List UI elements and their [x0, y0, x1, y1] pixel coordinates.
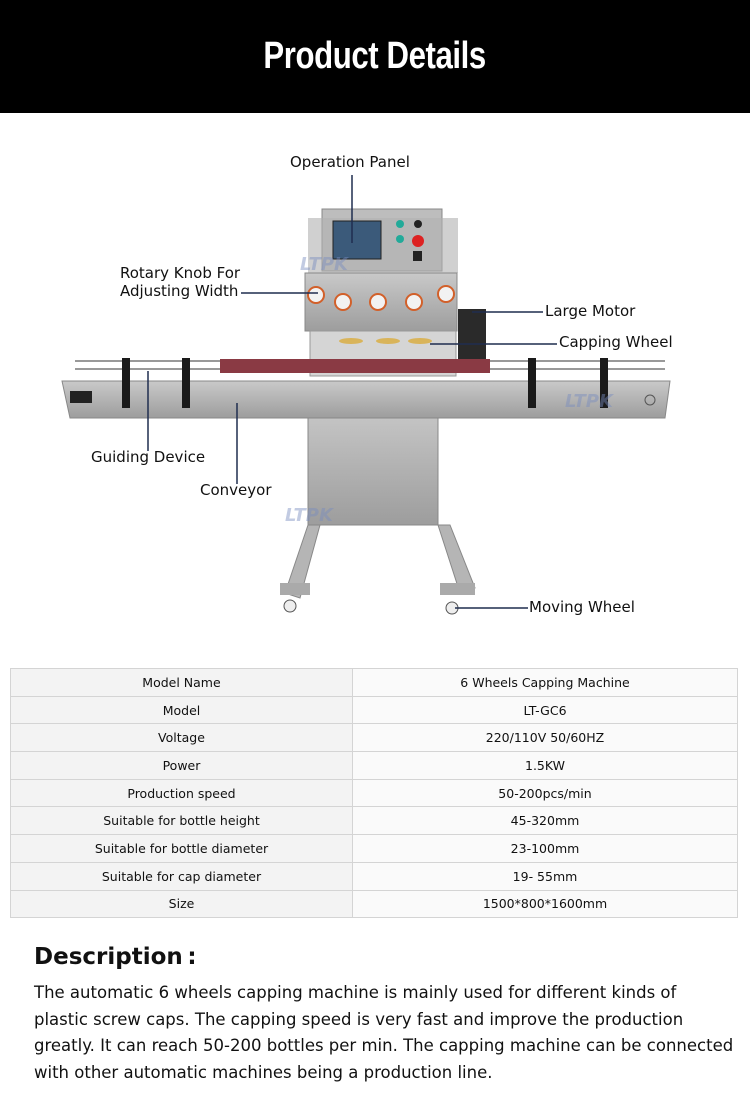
- wheel-left: [283, 599, 297, 613]
- spec-value: 1500*800*1600mm: [352, 889, 738, 919]
- watermark-logo: LTPK: [285, 505, 333, 526]
- label-rotary-knob-line1: Rotary Knob For: [120, 264, 241, 282]
- label-rotary-knob-line2: Adjusting Width: [120, 282, 239, 300]
- machine-figure: LTPK LTPK LTPK Operation Panel Rotary Kn…: [0, 113, 750, 653]
- watermark-logo: LTPK: [300, 254, 348, 275]
- spec-key: Production speed: [10, 778, 353, 808]
- spec-key: Size: [10, 889, 353, 919]
- spec-key: Suitable for cap diameter: [10, 861, 353, 891]
- label-operation-panel: Operation Panel: [290, 153, 410, 171]
- spec-value: 1.5KW: [352, 751, 738, 780]
- spec-key: Model Name: [10, 668, 353, 697]
- spec-value: 220/110V 50/60HZ: [352, 723, 738, 753]
- watermark-logo: LTPK: [565, 391, 613, 412]
- label-guiding-device: Guiding Device: [91, 448, 206, 466]
- capping-machine-illustration: [61, 175, 671, 615]
- spec-value: 6 Wheels Capping Machine: [352, 668, 738, 697]
- page-title: Product Details: [263, 35, 487, 77]
- spec-key: Suitable for bottle height: [10, 806, 353, 836]
- spec-value: 23-100mm: [352, 834, 738, 863]
- spec-value: 45-320mm: [352, 806, 738, 836]
- spec-key: Voltage: [10, 723, 353, 753]
- page-header: Product Details: [0, 0, 750, 113]
- spec-value: 19- 55mm: [352, 861, 738, 891]
- spec-key: Model: [10, 695, 353, 725]
- spec-value: 50-200pcs/min: [352, 778, 738, 808]
- spec-key: Power: [10, 751, 353, 780]
- label-moving-wheel: Moving Wheel: [529, 598, 635, 616]
- spec-value: LT-GC6: [352, 695, 738, 725]
- label-conveyor: Conveyor: [200, 481, 272, 499]
- description-body: The automatic 6 wheels capping machine i…: [34, 983, 734, 1082]
- label-capping-wheel: Capping Wheel: [559, 333, 673, 351]
- label-large-motor: Large Motor: [545, 302, 636, 320]
- spec-key: Suitable for bottle diameter: [10, 834, 353, 863]
- description-heading: Description :: [34, 944, 197, 970]
